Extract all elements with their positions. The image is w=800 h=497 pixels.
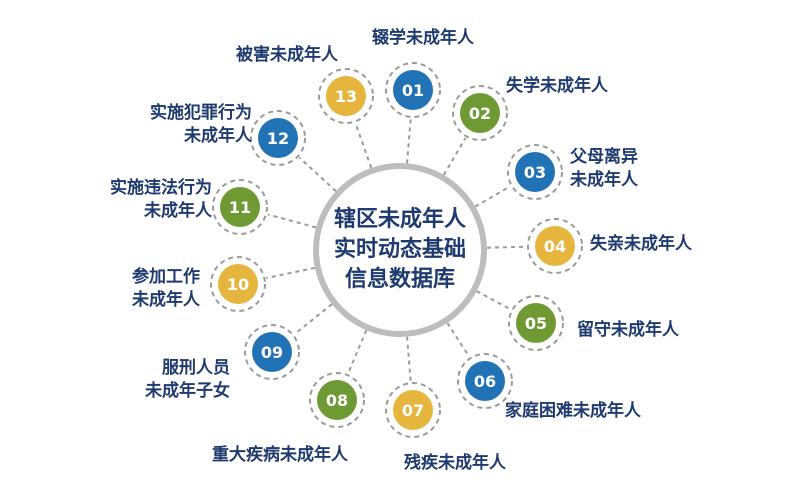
- node-10: 10: [210, 256, 266, 312]
- node-03: 03: [507, 144, 563, 200]
- node-13-number: 13: [335, 87, 357, 106]
- node-01-number: 01: [402, 81, 424, 100]
- label-08: 重大疾病未成年人: [212, 445, 348, 465]
- node-07-number: 07: [402, 401, 424, 420]
- node-04-disc: [535, 226, 575, 266]
- label-13: 被害未成年人: [236, 45, 338, 65]
- connector-04: [486, 245, 527, 249]
- node-01-disc: [393, 70, 433, 110]
- node-06-disc: [465, 361, 505, 401]
- connector-06: [446, 322, 471, 358]
- node-09: 09: [244, 324, 300, 380]
- node-11: 11: [212, 179, 268, 235]
- node-02-number: 02: [469, 104, 491, 123]
- label-09: 服刑人员未成年子女: [145, 358, 230, 401]
- node-09-disc: [252, 332, 292, 372]
- node-02-disc: [460, 93, 500, 133]
- label-11: 实施违法行为未成年人: [110, 178, 212, 221]
- center-title-line-1: 辖区未成年人: [333, 206, 466, 232]
- label-01: 辍学未成年人: [372, 28, 474, 48]
- node-12-disc: [258, 118, 298, 158]
- label-03: 父母离异未成年人: [570, 147, 638, 190]
- connector-08: [347, 329, 368, 374]
- node-08-disc: [317, 380, 357, 420]
- node-12-number: 12: [267, 129, 289, 148]
- node-10-disc: [218, 264, 258, 304]
- node-07: 07: [385, 382, 441, 438]
- node-05: 05: [508, 295, 564, 351]
- connector-02: [443, 137, 467, 176]
- connector-11: [267, 213, 317, 229]
- connector-12: [298, 156, 337, 192]
- connector-lines: [266, 118, 527, 382]
- center-title-line-2: 实时动态基础: [333, 236, 466, 262]
- connector-10: [266, 266, 316, 280]
- node-circles: 01 02 03 04 05 06 07 08 09 10 11 12 13: [210, 62, 583, 438]
- node-13: 13: [318, 68, 374, 124]
- node-07-disc: [393, 390, 433, 430]
- center-title-line-3: 信息数据库: [344, 266, 455, 292]
- node-12: 12: [250, 110, 306, 166]
- node-06: 06: [457, 353, 513, 409]
- center-title: 辖区未成年人 实时动态基础 信息数据库: [320, 204, 480, 294]
- node-10-number: 10: [227, 275, 249, 294]
- node-03-number: 03: [524, 163, 546, 182]
- label-06: 家庭困难未成年人: [505, 401, 641, 421]
- node-02: 02: [452, 85, 508, 141]
- node-11-disc: [220, 187, 260, 227]
- node-13-disc: [326, 76, 366, 116]
- node-11-number: 11: [229, 198, 251, 217]
- node-04-number: 04: [544, 237, 566, 256]
- connector-09: [294, 303, 333, 335]
- node-05-number: 05: [525, 314, 547, 333]
- node-01: 01: [385, 62, 441, 118]
- connector-05: [476, 290, 511, 311]
- label-07: 残疾未成年人: [404, 453, 506, 473]
- label-04: 失亲未成年人: [590, 234, 692, 254]
- label-10: 参加工作未成年人: [132, 267, 200, 310]
- label-12: 实施犯罪行为未成年人: [150, 103, 252, 146]
- connector-07: [406, 336, 412, 382]
- node-09-number: 09: [261, 343, 283, 362]
- node-08-number: 08: [326, 391, 348, 410]
- connector-03: [474, 185, 511, 208]
- node-04: 04: [527, 218, 583, 274]
- connector-01: [406, 118, 412, 164]
- node-06-number: 06: [474, 372, 496, 391]
- node-08: 08: [309, 372, 365, 428]
- connector-13: [354, 123, 373, 169]
- center-ring: [313, 163, 487, 337]
- label-02: 失学未成年人: [506, 76, 608, 96]
- node-03-disc: [515, 152, 555, 192]
- node-05-disc: [516, 303, 556, 343]
- label-05: 留守未成年人: [577, 320, 679, 340]
